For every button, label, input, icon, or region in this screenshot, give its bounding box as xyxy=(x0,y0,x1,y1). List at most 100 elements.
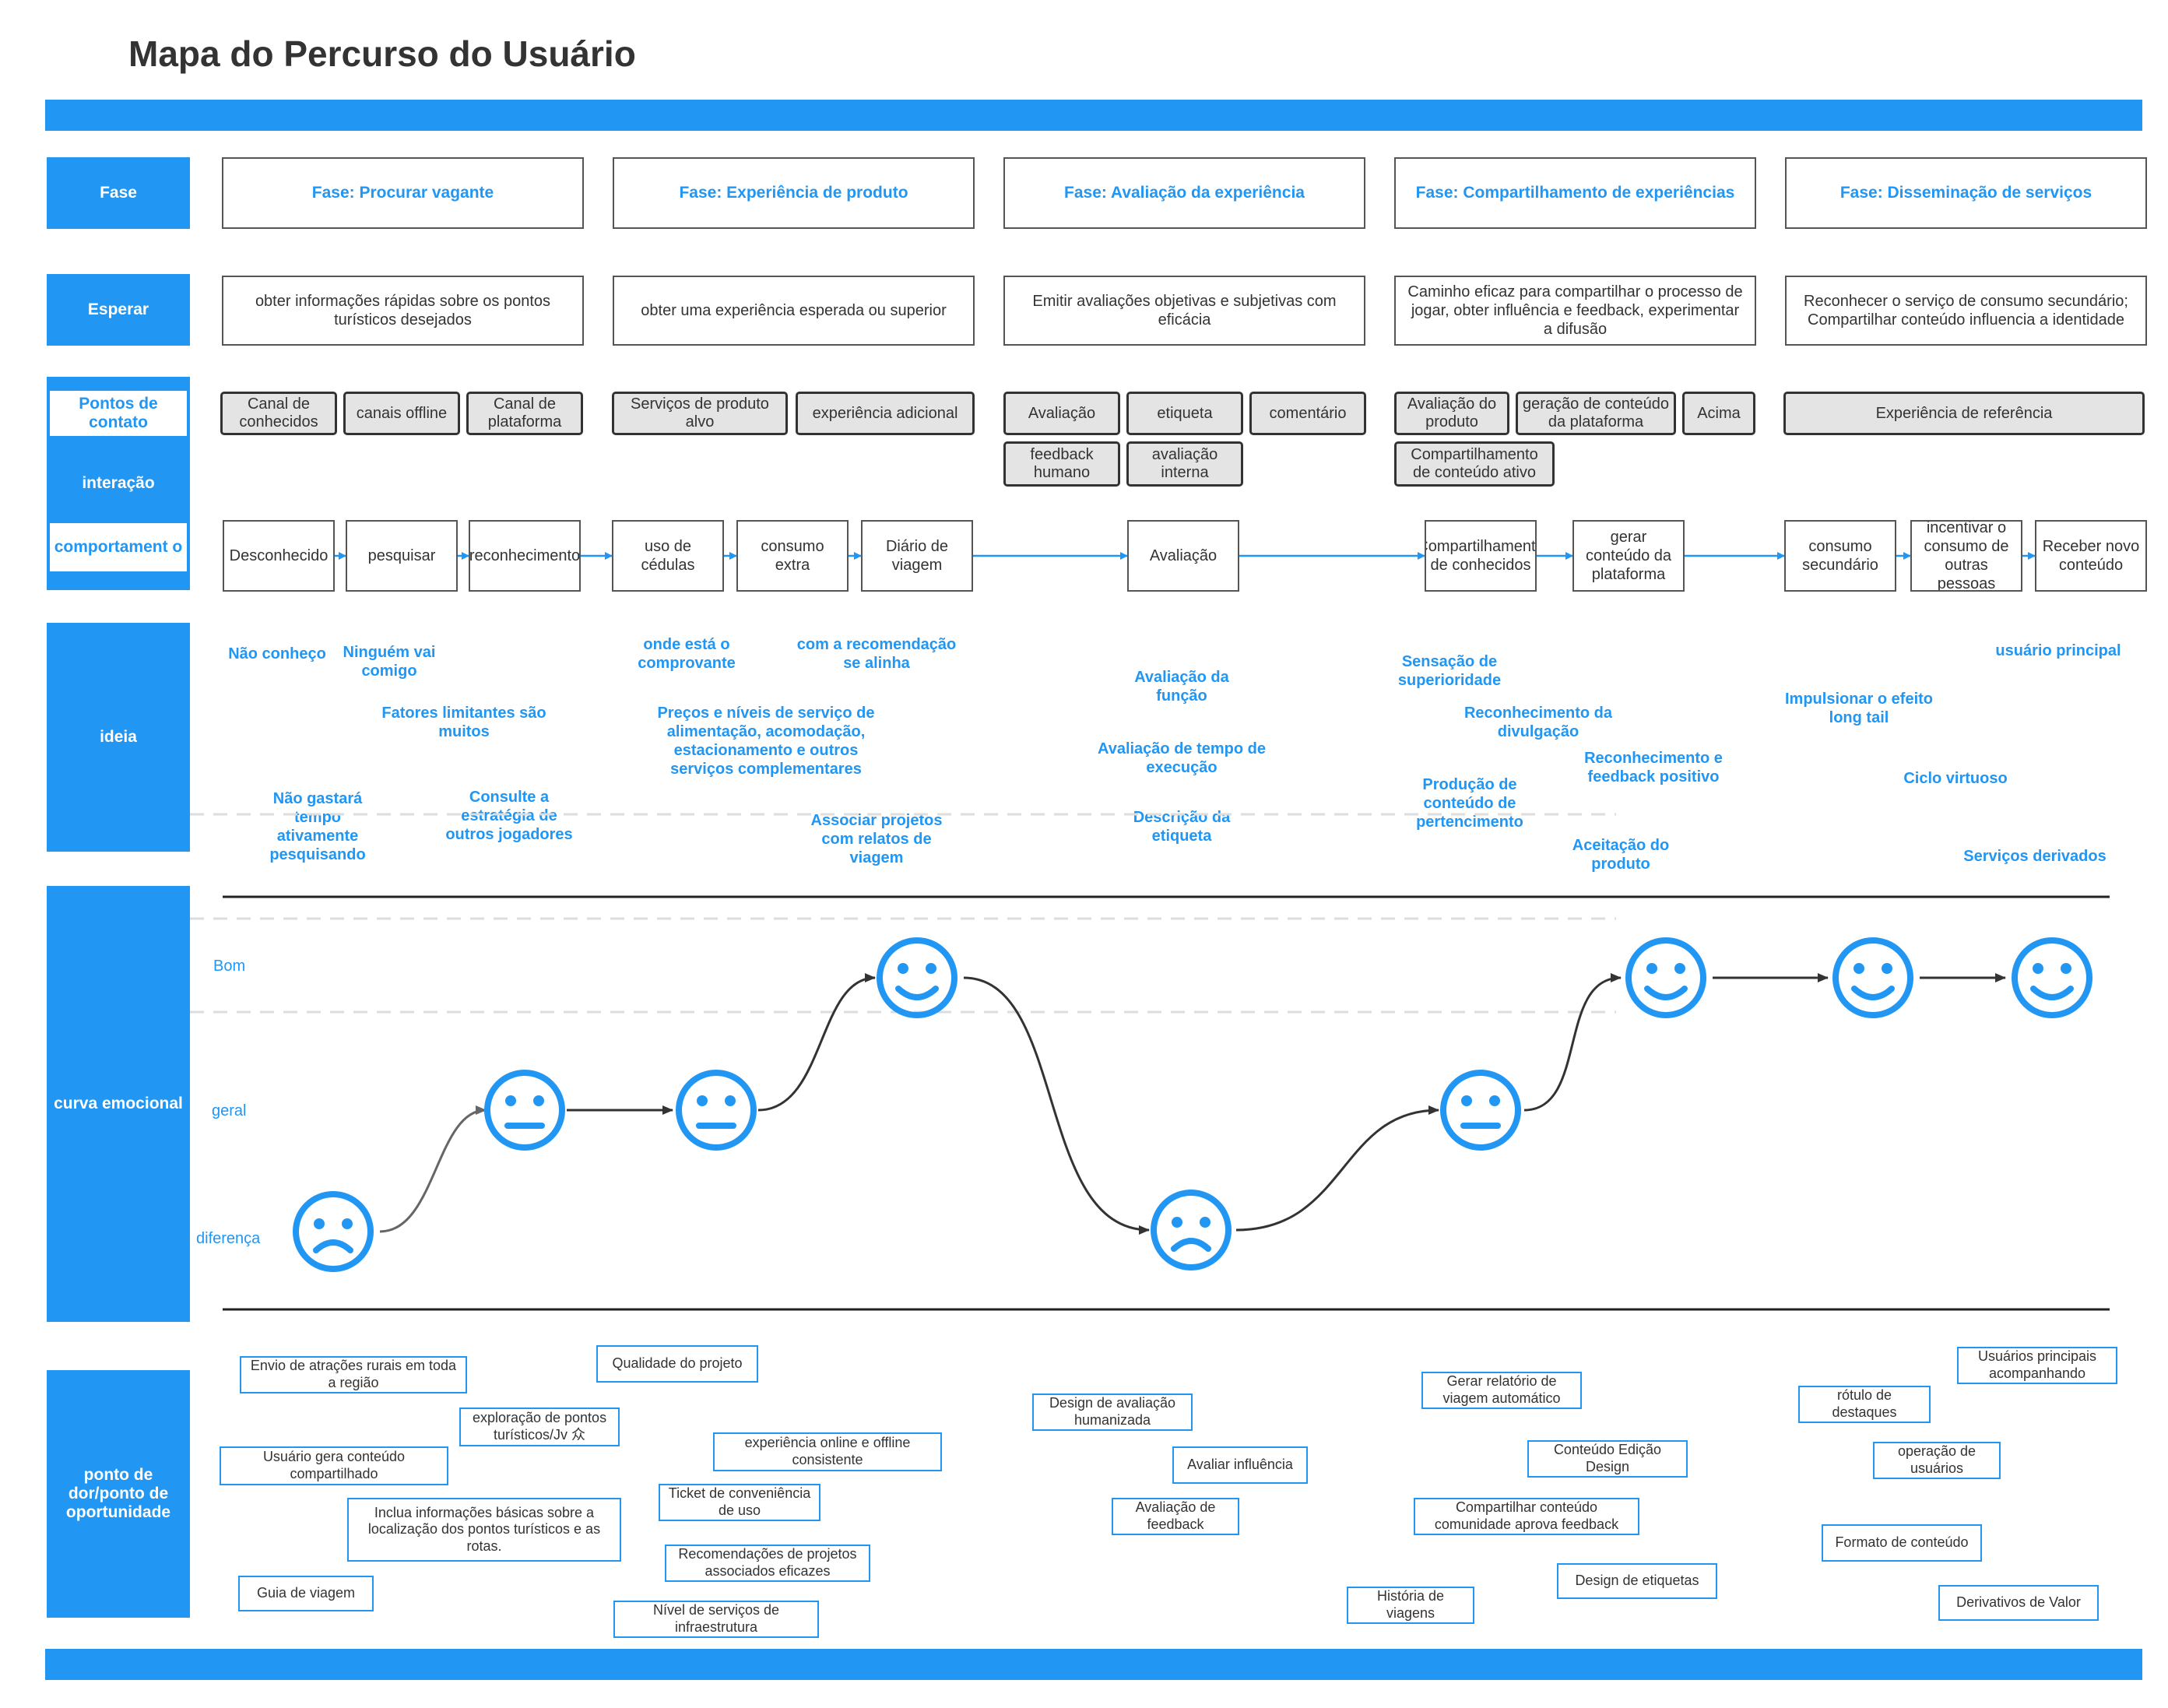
expectation-5: Reconhecer o serviço de consumo secundár… xyxy=(1785,276,2147,346)
idea-item: Serviços derivados xyxy=(1963,848,2107,865)
pain-note: Guia de viagem xyxy=(238,1576,374,1611)
pain-note: Formato de conteúdo xyxy=(1822,1524,1982,1562)
pain-note: exploração de pontos turísticos/Jv 众 xyxy=(459,1408,620,1446)
touchpoint-canais-offline: canais offline xyxy=(343,392,460,435)
expectation-1: obter informações rápidas sobre os ponto… xyxy=(222,276,584,346)
sad-face-icon xyxy=(1151,1190,1232,1270)
touchpoint-feedback-humano: feedback humano xyxy=(1003,441,1120,487)
pain-note: Inclua informações básicas sobre a local… xyxy=(347,1498,621,1562)
idea-item: Não conheço xyxy=(228,645,326,662)
touchpoint-acima: Acima xyxy=(1682,392,1755,435)
behavior-avaliacao: Avaliação xyxy=(1127,520,1239,592)
touchpoint-experiencia-adicional: experiência adicional xyxy=(796,392,975,435)
phase-disseminacao: Fase: Disseminação de serviços xyxy=(1785,157,2147,229)
idea-item: Reconhecimento da divulgação xyxy=(1463,705,1613,740)
idea-item: Fatores limitantes são muitos xyxy=(381,705,546,740)
behavior-consumo-extra: consumo extra xyxy=(736,520,849,592)
pain-note: Nível de serviços de infraestrutura xyxy=(613,1601,819,1638)
touchpoint-etiqueta: etiqueta xyxy=(1126,392,1243,435)
emotion-faces xyxy=(293,937,2092,1272)
pain-note: Conteúdo Edição Design xyxy=(1527,1440,1688,1478)
row-label-fase: Fase xyxy=(47,157,190,229)
row-label-esperar: Esperar xyxy=(47,274,190,346)
touchpoint-geracao-conteudo: geração de conteúdo da plataforma xyxy=(1516,392,1676,435)
pain-note: operação de usuários xyxy=(1873,1442,2001,1479)
phase-avaliacao: Fase: Avaliação da experiência xyxy=(1003,157,1365,229)
idea-item: Aceitação do produto xyxy=(1572,837,1670,873)
pain-note: Avaliar influência xyxy=(1172,1446,1308,1484)
idea-item: Preços e níveis de serviço de alimentaçã… xyxy=(657,705,875,778)
touchpoint-avaliacao-produto: Avaliação do produto xyxy=(1394,392,1509,435)
idea-item: com a recomendação se alinha xyxy=(796,636,957,672)
idea-item: Produção de conteúdo de pertencimento xyxy=(1416,776,1523,831)
behavior-compartilhamento-conhecidos: Compartilhamento de conhecidos xyxy=(1425,520,1537,592)
pain-note: Recomendações de projetos associados efi… xyxy=(665,1545,870,1582)
row-label-curva: curva emocional xyxy=(47,886,190,1322)
touchpoint-canal-plataforma: Canal de plataforma xyxy=(466,392,583,435)
pain-note: rótulo de destaques xyxy=(1798,1386,1931,1423)
happy-face-icon xyxy=(877,937,958,1018)
behavior-receber-conteudo: Receber novo conteúdo xyxy=(2035,520,2147,592)
idea-item: Impulsionar o efeito long tail xyxy=(1784,691,1934,726)
dashed-guides xyxy=(190,813,1616,1014)
pain-note: Avaliação de feedback xyxy=(1112,1498,1239,1535)
pain-note: Usuário gera conteúdo compartilhado xyxy=(220,1446,448,1485)
top-band xyxy=(45,100,2142,131)
bottom-band xyxy=(45,1649,2142,1680)
pain-note: Envio de atrações rurais em toda a regiã… xyxy=(240,1356,467,1393)
behavior-diario-viagem: Diário de viagem xyxy=(861,520,973,592)
idea-item: Sensação de superioridade xyxy=(1397,653,1502,689)
happy-face-icon xyxy=(1625,937,1706,1018)
pain-note: experiência online e offline consistente xyxy=(713,1432,942,1471)
pain-note: Derivativos de Valor xyxy=(1938,1585,2099,1621)
pain-note: Compartilhar conteúdo comunidade aprova … xyxy=(1414,1498,1639,1535)
behavior-consumo-secundario: consumo secundário xyxy=(1784,520,1896,592)
touchpoint-experiencia-referencia: Experiência de referência xyxy=(1783,392,2145,435)
pain-note: Usuários principais acompanhando xyxy=(1957,1347,2117,1384)
row-label-pontos: Pontos de contato xyxy=(50,391,187,436)
row-label-interacao: interação xyxy=(50,458,187,509)
behavior-pesquisar: pesquisar xyxy=(346,520,458,592)
happy-face-icon xyxy=(2012,937,2092,1018)
phase-experiencia: Fase: Experiência de produto xyxy=(613,157,975,229)
touchpoint-servicos-produto: Serviços de produto alvo xyxy=(612,392,788,435)
idea-item: Ciclo virtuoso xyxy=(1903,770,2008,787)
pain-note: Gerar relatório de viagem automático xyxy=(1421,1372,1582,1409)
expectation-2: obter uma experiência esperada ou superi… xyxy=(613,276,975,346)
pain-note: Design de avaliação humanizada xyxy=(1032,1393,1193,1431)
expectation-4: Caminho eficaz para compartilhar o proce… xyxy=(1394,276,1756,346)
phase-compartilhamento: Fase: Compartilhamento de experiências xyxy=(1394,157,1756,229)
neutral-face-icon xyxy=(676,1070,757,1151)
behavior-reconhecimento: reconhecimento xyxy=(469,520,581,592)
behavior-gerar-conteudo: gerar conteúdo da plataforma xyxy=(1572,520,1685,592)
touchpoint-avaliacao-interna: avaliação interna xyxy=(1126,441,1243,487)
pain-note: Design de etiquetas xyxy=(1557,1563,1717,1599)
idea-item: Não gastará tempo ativamente pesquisando xyxy=(269,790,366,863)
level-ticks xyxy=(159,813,187,1014)
touchpoint-compartilhamento-ativo: Compartilhamento de conteúdo ativo xyxy=(1394,441,1555,487)
page-title: Mapa do Percurso do Usuário xyxy=(128,33,636,74)
pain-note: Ticket de conveniência de uso xyxy=(659,1484,820,1521)
touchpoint-avaliacao: Avaliação xyxy=(1003,392,1120,435)
happy-face-icon xyxy=(1832,937,1913,1018)
pain-note: História de viagens xyxy=(1347,1587,1474,1624)
behavior-incentivar-consumo: incentivar o consumo de outras pessoas xyxy=(1910,520,2022,592)
idea-item: Avaliação de tempo de execução xyxy=(1098,740,1266,776)
emotion-level-geral: geral xyxy=(212,1102,247,1119)
neutral-face-icon xyxy=(484,1070,565,1151)
emotion-level-diferenca: diferença xyxy=(196,1230,261,1247)
idea-item: usuário principal xyxy=(1995,642,2121,659)
behavior-desconhecido: Desconhecido xyxy=(223,520,335,592)
touchpoint-canal-conhecidos: Canal de conhecidos xyxy=(220,392,337,435)
pain-note: Qualidade do projeto xyxy=(596,1345,758,1383)
expectation-3: Emitir avaliações objetivas e subjetivas… xyxy=(1003,276,1365,346)
behavior-uso-cedulas: uso de cédulas xyxy=(612,520,724,592)
phase-procurar: Fase: Procurar vagante xyxy=(222,157,584,229)
idea-item: Consulte a estratégia de outros jogadore… xyxy=(445,789,573,843)
idea-item: Associar projetos com relatos de viagem xyxy=(810,812,943,866)
idea-item: Avaliação da função xyxy=(1134,669,1229,705)
touchpoint-comentario: comentário xyxy=(1249,392,1366,435)
idea-item: onde está o comprovante xyxy=(638,636,736,672)
emotion-level-bom: Bom xyxy=(213,958,246,975)
